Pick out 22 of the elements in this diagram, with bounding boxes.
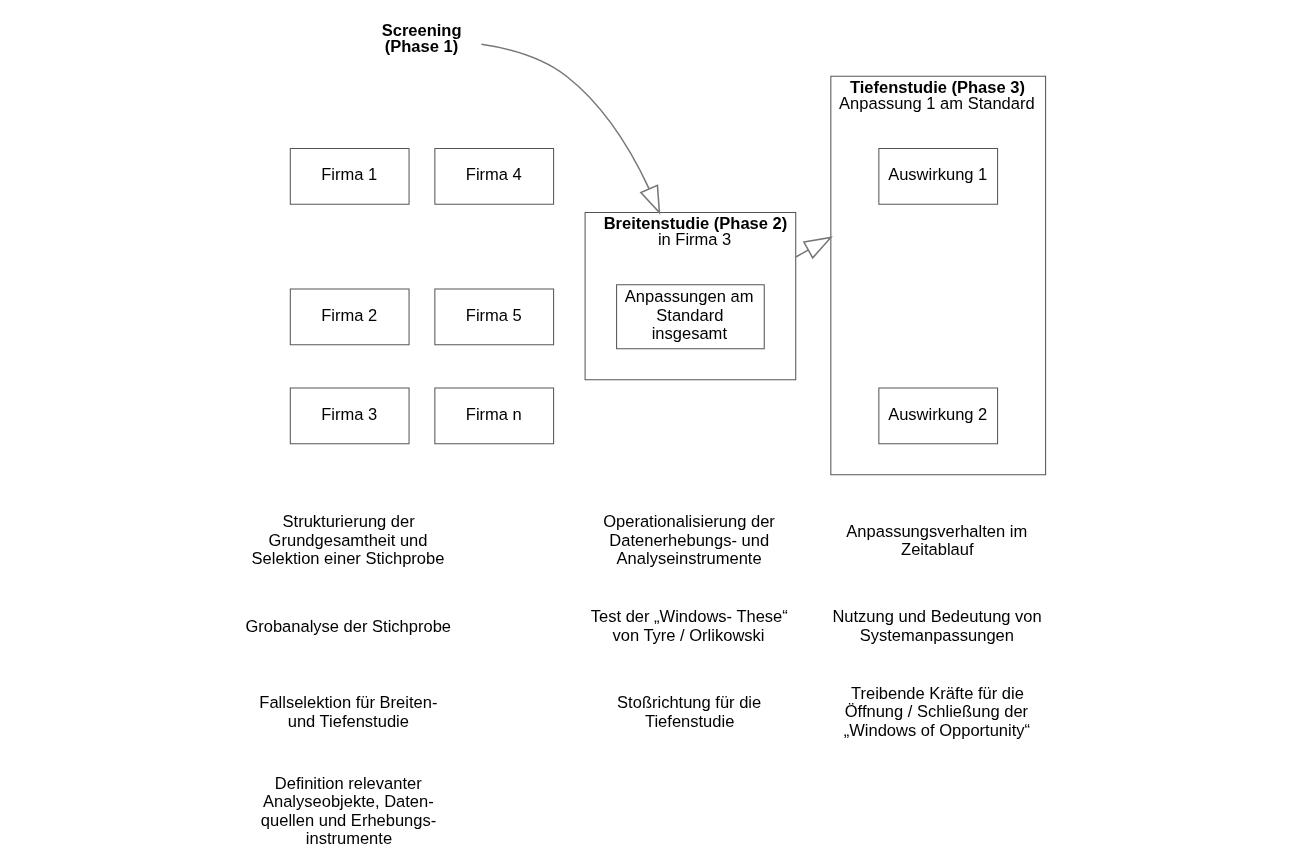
label: Nutzung und Bedeutung von Systemanpassungen xyxy=(831,607,1042,645)
label: Anpassungsverhalten im Zeitablauf xyxy=(845,521,1027,560)
node-text: Screening (Phase 1) xyxy=(381,20,462,57)
label: Operationalisierung der Datenerhebungs- und Analyseinstrumente xyxy=(602,512,775,569)
node-box: Auswirkung 2 xyxy=(877,387,998,445)
node-box: Firma 2 xyxy=(289,288,410,346)
label: Definition relevanter Analyseobjekte, Daten- quellen und Erhebungs- instrumente xyxy=(260,773,436,849)
arrow xyxy=(794,236,833,260)
label: Strukturierung der Grundgesamtheit und Selektion einer Stichprobe xyxy=(251,512,444,569)
arrow xyxy=(480,43,660,215)
label: Grobanalyse der Stichprobe xyxy=(244,616,451,636)
node-box: Anpassungen am Standard insgesamt xyxy=(615,284,765,350)
node-box: Firma 4 xyxy=(433,148,554,205)
label: Test der „Windows- These“ von Tyre / Orlikowski xyxy=(590,607,788,645)
node-box: Firma 1 xyxy=(289,148,410,205)
node-box: Firma 5 xyxy=(433,288,554,346)
node-box: Firma n xyxy=(433,387,554,445)
label: Treibende Kräfte für die Öffnung / Schließung der „Windows of Opportunity“ xyxy=(843,683,1030,740)
label: Stoßrichtung für die Tiefenstudie xyxy=(616,692,761,731)
node-box: Auswirkung 1 xyxy=(877,148,998,205)
node-box: Firma 3 xyxy=(289,387,410,445)
label: Fallselektion für Breiten- und Tiefenstudie xyxy=(258,692,437,731)
